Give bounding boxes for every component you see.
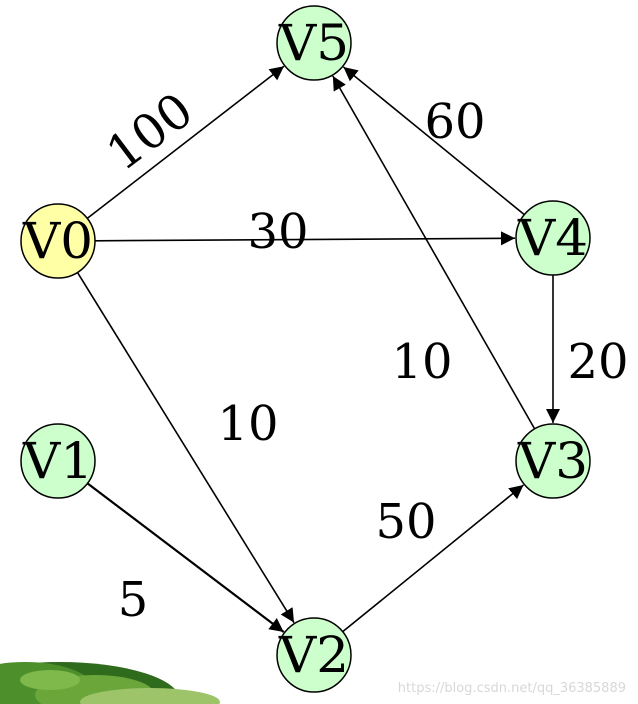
node-label-v4: V4 [517,209,588,267]
weight-label-v0-v4: 30 [247,204,308,260]
node-label-v1: V1 [22,432,93,490]
node-v0: V0 [21,204,95,278]
weight-label-v0-v5: 100 [97,82,204,182]
node-v5: V5 [277,6,351,80]
node-v3: V3 [516,424,590,498]
node-v1: V1 [21,424,95,498]
weight-label-v4-v5: 60 [424,94,485,150]
node-label-v5: V5 [278,14,349,72]
node-label-v3: V3 [517,432,588,490]
watermark-text: https://blog.csdn.net/qq_36385889 [398,681,626,696]
weight-label-v4-v3: 20 [567,334,628,390]
node-v2: V2 [277,618,351,692]
weight-label-v0-v2: 10 [217,396,278,452]
weight-label-v3-v5: 10 [391,334,452,390]
edge-weights: 100 30 10 60 20 10 5 50 [97,82,629,628]
weight-label-v2-v3: 50 [375,494,436,550]
weight-label-v1-v2: 5 [118,572,149,628]
node-label-v0: V0 [22,212,93,270]
corner-bush-decoration [0,662,220,704]
node-label-v2: V2 [278,626,349,684]
node-v4: V4 [516,201,590,275]
